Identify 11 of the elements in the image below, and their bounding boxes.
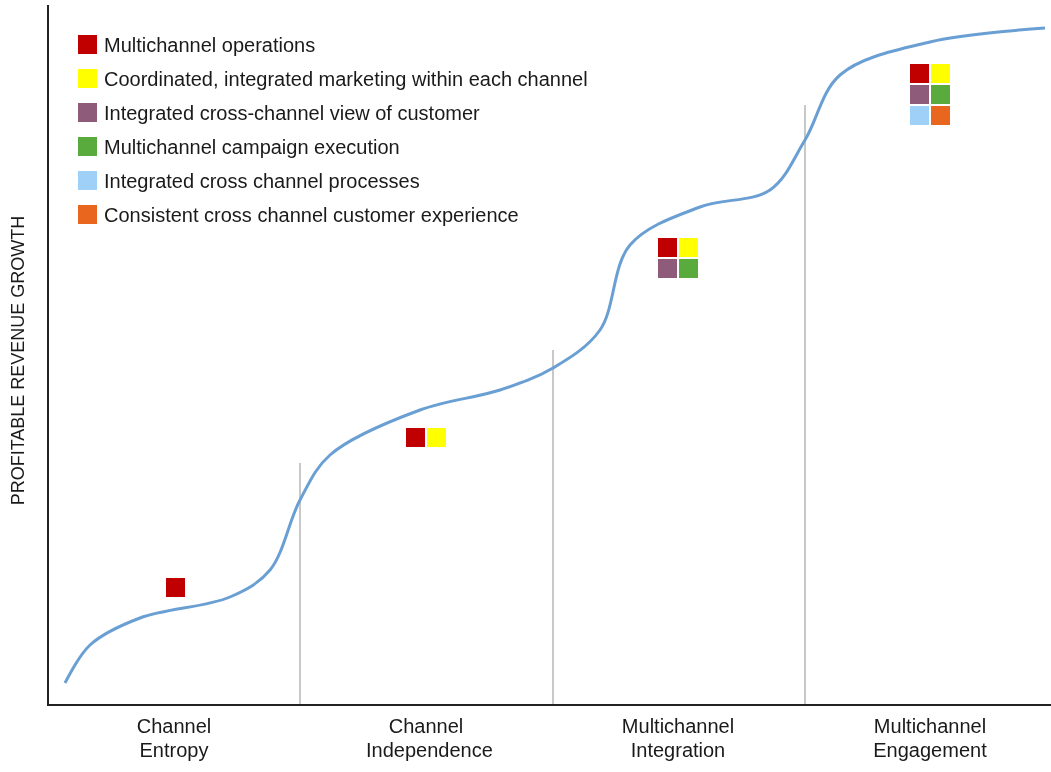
stage-label: Multichannel Integration [620,714,736,762]
stage-label: Channel Independence [365,714,494,762]
stage-label: Channel Entropy [135,714,213,762]
legend-text: Integrated cross channel processes [104,170,420,193]
legend-text: Multichannel campaign execution [104,136,400,159]
legend-text: Multichannel operations [104,34,316,57]
legend-text: Consistent cross channel customer experience [104,204,519,227]
legend-text: Coordinated, integrated marketing within each channel [104,68,588,91]
legend-text: Integrated cross-channel view of customer [104,102,480,125]
axis-title: PROFITABLE REVENUE GROWTH [7,214,29,508]
stage-label: Multichannel Engagement [872,714,988,762]
